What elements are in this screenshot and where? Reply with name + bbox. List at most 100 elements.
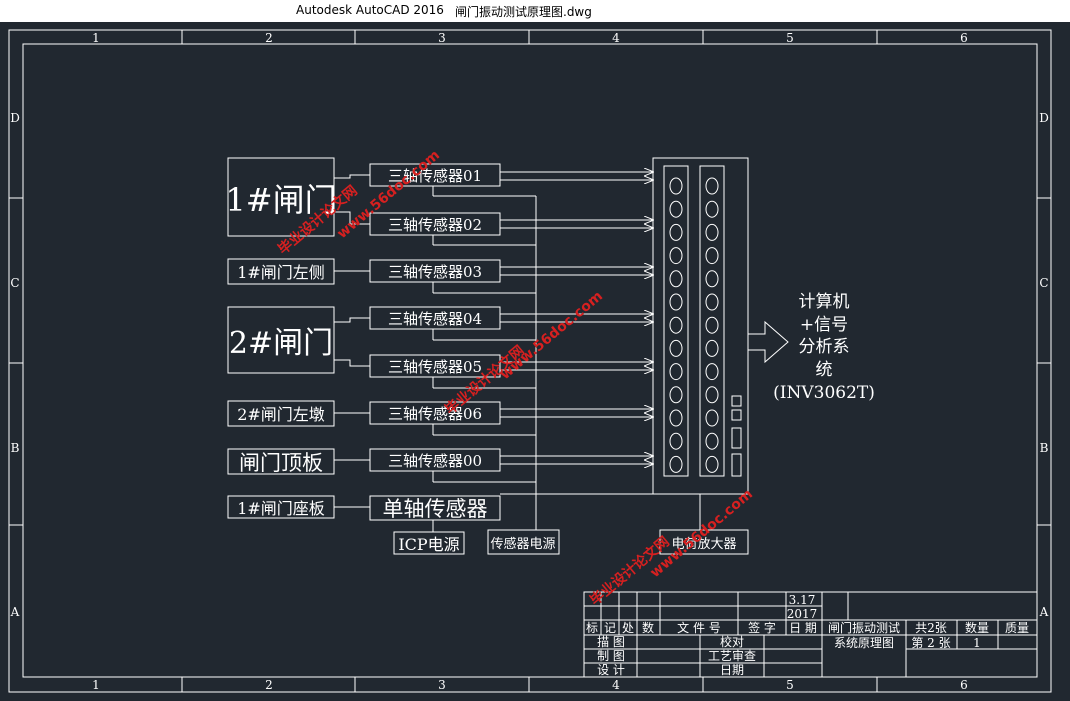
channel-socket — [669, 223, 683, 241]
channel-socket — [669, 455, 683, 473]
object-links — [334, 174, 370, 508]
channel-socket — [705, 316, 719, 334]
sensor-labels: 三轴传感器01 三轴传感器02 三轴传感器03 三轴传感器04 三轴传感器05 … — [383, 167, 488, 521]
amplifier-box — [659, 529, 749, 555]
unit-switch — [731, 409, 742, 421]
acquisition-unit[interactable] — [652, 157, 749, 495]
computer-line-3: 分析系 — [799, 337, 850, 357]
sensor-06-box — [369, 401, 501, 425]
tb-r-draw: 描 图 — [597, 635, 625, 649]
col-label-top: 6 — [960, 31, 968, 45]
row-label-left: B — [11, 441, 20, 455]
gate2-box — [227, 306, 335, 374]
sensor-02-box — [369, 212, 501, 236]
sensor-02-label: 三轴传感器02 — [388, 216, 482, 234]
sensor-04-label: 三轴传感器04 — [388, 310, 482, 328]
sensor-06-label: 三轴传感器06 — [388, 405, 482, 423]
col-label-bottom: 4 — [612, 678, 620, 692]
row-label-left: C — [10, 276, 19, 290]
col-label-top: 5 — [786, 31, 794, 45]
row-label-left: A — [10, 605, 20, 619]
gate1-label: 1#闸门 — [225, 181, 336, 219]
channel-socket — [669, 293, 683, 311]
channel-socket — [705, 247, 719, 265]
sensor-03-box — [369, 259, 501, 283]
tb-date: 日期 — [720, 663, 744, 677]
channel-socket — [669, 339, 683, 357]
window-titlebar: Autodesk AutoCAD 2016 闸门振动测试原理图.dwg — [0, 0, 1070, 22]
signal-arrows — [500, 172, 653, 464]
title-block — [583, 591, 1038, 678]
channel-socket — [705, 293, 719, 311]
tb-qty-value: 1 — [973, 636, 981, 650]
sensor-00-label: 三轴传感器00 — [388, 452, 482, 470]
power-boxes[interactable] — [393, 529, 749, 555]
tb-r-make: 制 图 — [597, 649, 625, 663]
channel-socket — [705, 363, 719, 381]
single-sensor-box — [369, 495, 501, 521]
drawing-frame — [8, 29, 1052, 693]
tb-title-2: 系统原理图 — [834, 636, 894, 650]
gate2-label: 2#闸门 — [229, 326, 333, 361]
tb-process: 工艺审查 — [708, 648, 756, 663]
tb-year: 2017 — [787, 607, 818, 621]
channel-socket — [669, 200, 683, 218]
row-label-right: B — [1040, 441, 1049, 455]
tb-h-count: 记 — [604, 621, 616, 635]
channel-socket — [669, 409, 683, 427]
row-label-right: A — [1039, 605, 1049, 619]
channel-socket — [669, 177, 683, 195]
computer-label: 计算机 +信号 分析系 统 (INV3062T) — [773, 292, 875, 403]
sensor-03-label: 三轴传感器03 — [388, 263, 482, 281]
sensor-01-box — [369, 163, 501, 187]
col-label-top: 4 — [612, 31, 620, 45]
col-label-top: 2 — [265, 31, 273, 45]
unit-switch — [731, 453, 742, 477]
tb-h-mark: 标 — [586, 621, 598, 635]
output-arrow — [748, 320, 789, 364]
gate2-pier-label: 2#闸门左墩 — [237, 405, 325, 424]
file-name: 闸门振动测试原理图.dwg — [455, 5, 592, 19]
computer-line-1: 计算机 — [799, 292, 850, 312]
acquisition-channels — [669, 177, 719, 473]
channel-socket — [705, 455, 719, 473]
app-title: Autodesk AutoCAD 2016 — [296, 3, 444, 17]
tb-date-num: 3.17 — [789, 593, 816, 607]
channel-socket — [705, 270, 719, 288]
sensor-05-label: 三轴传感器05 — [388, 358, 482, 376]
row-label-left: D — [10, 111, 20, 125]
tb-r-design: 设 计 — [597, 663, 625, 677]
tb-h-place: 处 — [622, 621, 634, 635]
channel-socket — [705, 409, 719, 427]
channel-socket — [705, 339, 719, 357]
channel-socket — [669, 386, 683, 404]
col-label-bottom: 1 — [92, 678, 100, 692]
row-label-right: C — [1039, 276, 1048, 290]
unit-switch — [731, 395, 742, 407]
drawing-canvas[interactable]: 1 2 3 4 5 6 1 2 3 4 5 6 D C B A D C B A … — [0, 22, 1070, 701]
channel-socket — [669, 247, 683, 265]
tb-h-sign: 签 字 — [748, 620, 776, 635]
col-label-top: 3 — [438, 31, 446, 45]
watermark-url: www.56doc.com — [497, 288, 606, 383]
sensor-00-box — [369, 448, 501, 472]
col-label-bottom: 5 — [786, 678, 794, 692]
sensor-boxes[interactable] — [369, 163, 501, 521]
col-label-bottom: 3 — [438, 678, 446, 692]
gate-top-box — [227, 448, 335, 475]
icp-power-label: ICP电源 — [398, 535, 459, 554]
single-sensor-label: 单轴传感器 — [383, 497, 488, 521]
channel-socket — [705, 200, 719, 218]
amplifier-label: 电荷放大器 — [671, 537, 736, 552]
unit-switch — [731, 427, 742, 449]
title-block-text: 3.17 2017 标 记 处 数 文 件 号 签 字 日 期 描 图 制 图 … — [586, 593, 1029, 677]
watermark-cn: 毕业设计论文网 — [442, 342, 528, 418]
sensor-power-box — [487, 529, 560, 555]
channel-socket — [669, 432, 683, 450]
tb-qty-label: 数量 — [965, 620, 989, 635]
tb-mass-label: 质量 — [1005, 621, 1029, 635]
tb-title-1: 闸门振动测试 — [828, 620, 900, 635]
gate1-left-label: 1#闸门左侧 — [237, 263, 325, 282]
tb-check: 校对 — [720, 634, 744, 649]
channel-socket — [705, 177, 719, 195]
